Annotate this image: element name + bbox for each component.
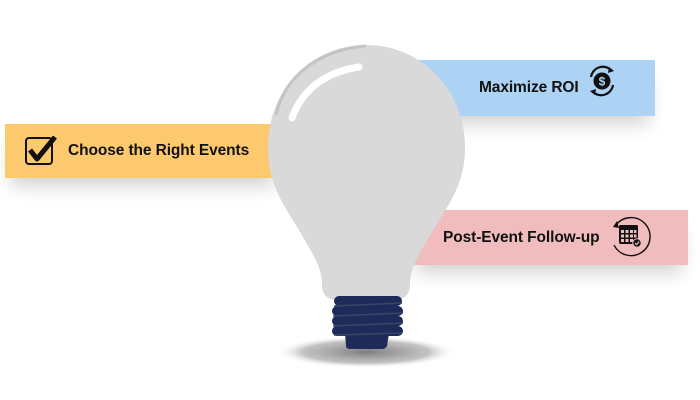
dollar-cycle-icon: $ (584, 63, 620, 104)
banner-label: Post-Event Follow-up (443, 229, 600, 246)
checkbox-check-icon (24, 135, 58, 171)
banner-choose-the-right-events: Choose the Right Events (5, 124, 280, 178)
bulb-glass (268, 45, 465, 300)
calendar-check-icon (606, 213, 652, 264)
bulb-highlight (288, 63, 363, 122)
banner-label: Choose the Right Events (68, 142, 250, 159)
banner-post-event-follow-up: Post-Event Follow-up (410, 210, 688, 265)
bulb-shadow (276, 336, 456, 368)
svg-text:$: $ (599, 75, 606, 89)
banner-label: Maximize ROI (479, 79, 579, 96)
